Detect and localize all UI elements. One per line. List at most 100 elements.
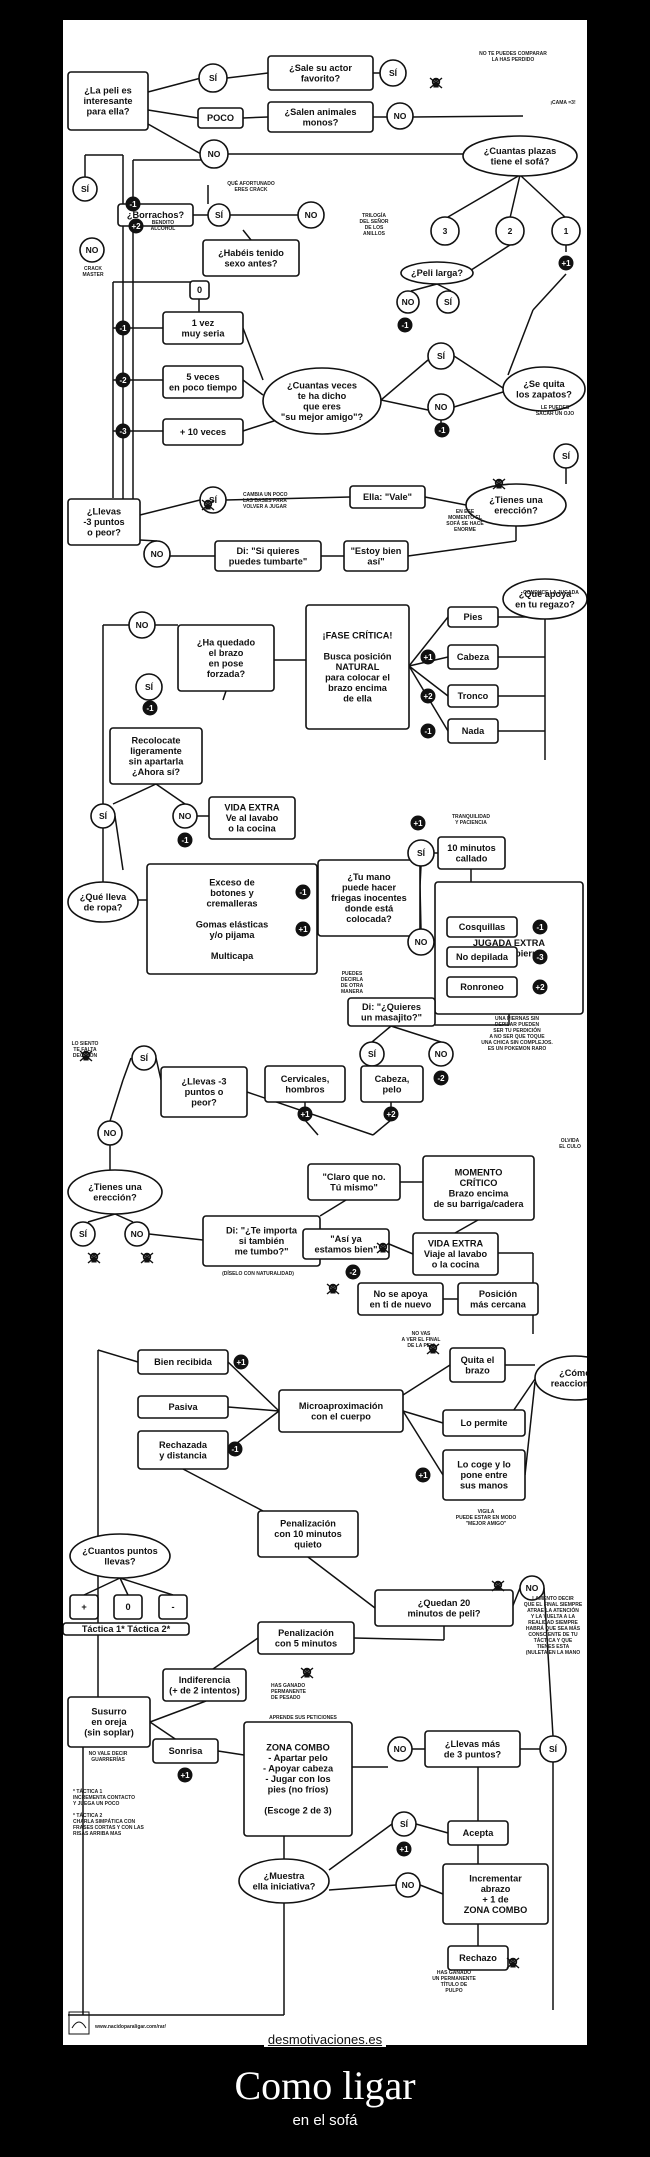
answer-n3: 3 (430, 216, 460, 246)
connector-line (524, 1381, 536, 1476)
node-text: o peor? (87, 528, 121, 538)
answer-si_llevas2[interactable]: SÍ (131, 1045, 157, 1071)
answer-circle[interactable] (97, 1120, 123, 1146)
answer-circle[interactable] (430, 216, 460, 246)
note-text: PULPO (445, 1988, 462, 1994)
question-oval (462, 135, 578, 177)
note-text: TRILOGÍA (362, 211, 386, 219)
node-text: Cervicales, (281, 1074, 330, 1084)
node-text: Quita el (461, 1355, 495, 1365)
node-box (162, 418, 244, 446)
watermark-link[interactable]: desmotivaciones.es (263, 2032, 387, 2047)
answer-si_mano[interactable]: SÍ (407, 839, 435, 867)
answer-no_zona[interactable]: NO (387, 1736, 413, 1762)
answer-si_rec[interactable]: SÍ (90, 803, 116, 829)
node-text: callado (456, 854, 488, 864)
answer-no_llevas1[interactable]: NO (143, 540, 171, 568)
node-cero: 0 (113, 1594, 143, 1620)
answer-circle[interactable] (207, 203, 231, 227)
answer-si_b2[interactable]: SÍ (207, 203, 231, 227)
answer-circle[interactable] (72, 176, 98, 202)
score-badge: -3 (115, 423, 131, 439)
answer-circle[interactable] (395, 1872, 421, 1898)
badge-circle (177, 1767, 193, 1783)
answer-circle[interactable] (428, 1041, 454, 1067)
answer-si1[interactable]: SÍ (198, 63, 228, 93)
answer-circle[interactable] (391, 1811, 417, 1837)
answer-no1[interactable]: NO (199, 139, 229, 169)
answer-si_mas[interactable]: SÍ (359, 1041, 385, 1067)
answer-no_mas[interactable]: NO (428, 1041, 454, 1067)
answer-circle[interactable] (386, 102, 414, 130)
answer-circle[interactable] (297, 201, 325, 229)
answer-circle[interactable] (551, 216, 581, 246)
answer-no_b2[interactable]: NO (297, 201, 325, 229)
answer-si_larga[interactable]: SÍ (436, 290, 460, 314)
badge-label: +1 (423, 653, 433, 662)
answer-circle[interactable] (131, 1045, 157, 1071)
answer-circle[interactable] (495, 216, 525, 246)
answer-si_ini[interactable]: SÍ (391, 1811, 417, 1837)
answer-si_erec1[interactable]: SÍ (553, 443, 579, 469)
answer-no_llevas2[interactable]: NO (97, 1120, 123, 1146)
answer-circle[interactable] (143, 540, 171, 568)
node-text: "Claro que no. (322, 1172, 385, 1182)
answer-circle[interactable] (128, 611, 156, 639)
answer-si_actor[interactable]: SÍ (379, 59, 407, 87)
answer-circle[interactable] (407, 928, 435, 956)
answer-no_b[interactable]: NO (79, 237, 105, 263)
answer-no_mano[interactable]: NO (407, 928, 435, 956)
connector-line (97, 1349, 139, 1363)
answer-circle[interactable] (135, 673, 163, 701)
answer-circle[interactable] (519, 1575, 545, 1601)
node-text: NO (151, 549, 164, 559)
answer-circle[interactable] (387, 1736, 413, 1762)
answer-circle[interactable] (553, 443, 579, 469)
answer-no_larga[interactable]: NO (396, 290, 420, 314)
node-text: brazo (465, 1366, 490, 1376)
answer-circle[interactable] (379, 59, 407, 87)
answer-circle[interactable] (396, 290, 420, 314)
node-text: SÍ (444, 297, 453, 307)
answer-circle[interactable] (436, 290, 460, 314)
score-badge: +2 (532, 979, 548, 995)
watermark[interactable]: desmotivaciones.es (63, 2032, 587, 2047)
answer-no_quedan[interactable]: NO (519, 1575, 545, 1601)
answer-no_brazo[interactable]: NO (128, 611, 156, 639)
answer-si_brazo[interactable]: SÍ (135, 673, 163, 701)
answer-circle[interactable] (427, 342, 455, 370)
node-text: ligeramente (130, 746, 182, 756)
answer-circle[interactable] (172, 803, 198, 829)
answer-circle[interactable] (539, 1735, 567, 1763)
answer-no_rec[interactable]: NO (172, 803, 198, 829)
answer-circle[interactable] (124, 1221, 150, 1247)
node-text: botones y (210, 888, 254, 898)
answer-circle[interactable] (198, 63, 228, 93)
answer-si_erec2[interactable]: SÍ (70, 1221, 96, 1247)
note-text: SER TU PERDICIÓN (493, 1026, 541, 1034)
answer-si_amigo[interactable]: SÍ (427, 342, 455, 370)
answer-circle[interactable] (199, 139, 229, 169)
answer-circle[interactable] (427, 393, 455, 421)
answer-circle[interactable] (407, 839, 435, 867)
answer-circle[interactable] (70, 1221, 96, 1247)
answer-no_amigo[interactable]: NO (427, 393, 455, 421)
answer-si_borr[interactable]: SÍ (72, 176, 98, 202)
badge-circle (383, 1106, 399, 1122)
answer-si_llevas3[interactable]: SÍ (539, 1735, 567, 1763)
answer-circle[interactable] (90, 803, 116, 829)
node-text: tiene el sofá? (491, 156, 550, 166)
node-box (162, 365, 244, 399)
node-text: ZONA COMBO (464, 1905, 527, 1915)
answer-no_erec2[interactable]: NO (124, 1221, 150, 1247)
answer-circle[interactable] (79, 237, 105, 263)
connector-line (453, 391, 504, 408)
answer-no_ini[interactable]: NO (395, 1872, 421, 1898)
answer-no_animales[interactable]: NO (386, 102, 414, 130)
node-text: POCO (207, 113, 234, 123)
